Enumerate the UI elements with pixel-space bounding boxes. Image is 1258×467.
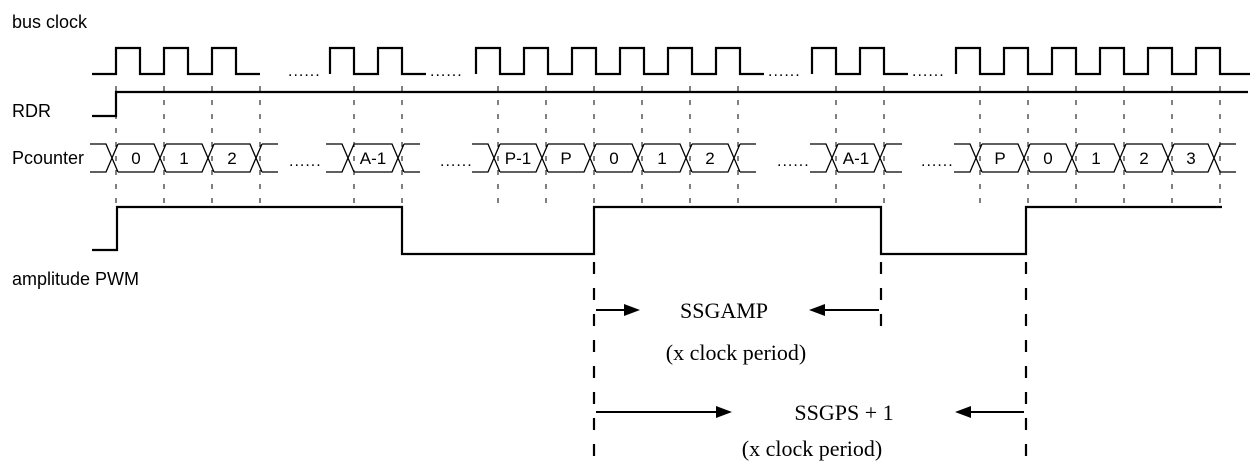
pcounter-bus-segment xyxy=(810,143,902,173)
pcounter-value: 2 xyxy=(1139,149,1148,168)
amplitude-pwm-waveform xyxy=(92,205,1222,256)
pcounter-ellipsis-2: ...... xyxy=(440,153,473,170)
amplitude-pwm-label: amplitude PWM xyxy=(12,269,139,289)
rdr-waveform xyxy=(92,90,1248,118)
clock-ellipsis-4: ...... xyxy=(912,63,945,80)
pcounter-value: P xyxy=(994,149,1005,168)
pcounter-value: 0 xyxy=(1043,149,1052,168)
pcounter-ellipsis-3: ...... xyxy=(777,153,810,170)
pcounter-value: 1 xyxy=(1091,149,1100,168)
ssgps-arrow-left-head xyxy=(955,406,971,418)
ssgps-label: SSGPS + 1 xyxy=(794,400,893,425)
ssgamp-arrow-right-head xyxy=(624,304,640,316)
pcounter-value: 1 xyxy=(179,149,188,168)
rdr-label: RDR xyxy=(12,101,51,121)
clock-guide-lines xyxy=(115,86,1221,206)
pcounter-label: Pcounter xyxy=(12,148,84,168)
pcounter-value: A-1 xyxy=(360,149,386,168)
pcounter-ellipsis-4: ...... xyxy=(921,153,954,170)
pcounter-value: A-1 xyxy=(843,149,869,168)
pcounter-value: 2 xyxy=(705,149,714,168)
ssgamp-unit: (x clock period) xyxy=(666,340,807,365)
ssgps-unit: (x clock period) xyxy=(742,436,883,461)
pcounter-value: P-1 xyxy=(505,149,531,168)
bus-clock-waveform xyxy=(92,46,1250,76)
clock-ellipsis-3: ...... xyxy=(768,63,801,80)
ssgamp-arrow-left-head xyxy=(809,304,825,316)
ssgps-arrow-right-head xyxy=(716,406,732,418)
pcounter-bus-segment xyxy=(954,143,1236,173)
pcounter-value: 0 xyxy=(131,149,140,168)
pcounter-bus: 0 1 2 A-1 P-1 P 0 1 2 A-1 P 0 1 2 3 xyxy=(90,143,1236,173)
bus-clock-label: bus clock xyxy=(12,12,88,32)
pcounter-bus-segment xyxy=(326,143,420,173)
pcounter-bus-segment xyxy=(472,143,756,173)
pcounter-bus-segment xyxy=(90,143,278,173)
ssgamp-label: SSGAMP xyxy=(680,298,768,323)
pcounter-value: 0 xyxy=(609,149,618,168)
pcounter-value: 2 xyxy=(227,149,236,168)
pcounter-value: 3 xyxy=(1186,149,1195,168)
clock-ellipsis-2: ...... xyxy=(430,63,463,80)
clock-ellipsis-1: ...... xyxy=(288,63,321,80)
pcounter-value: P xyxy=(560,149,571,168)
pcounter-value: 1 xyxy=(657,149,666,168)
pcounter-ellipsis-1: ...... xyxy=(289,153,322,170)
